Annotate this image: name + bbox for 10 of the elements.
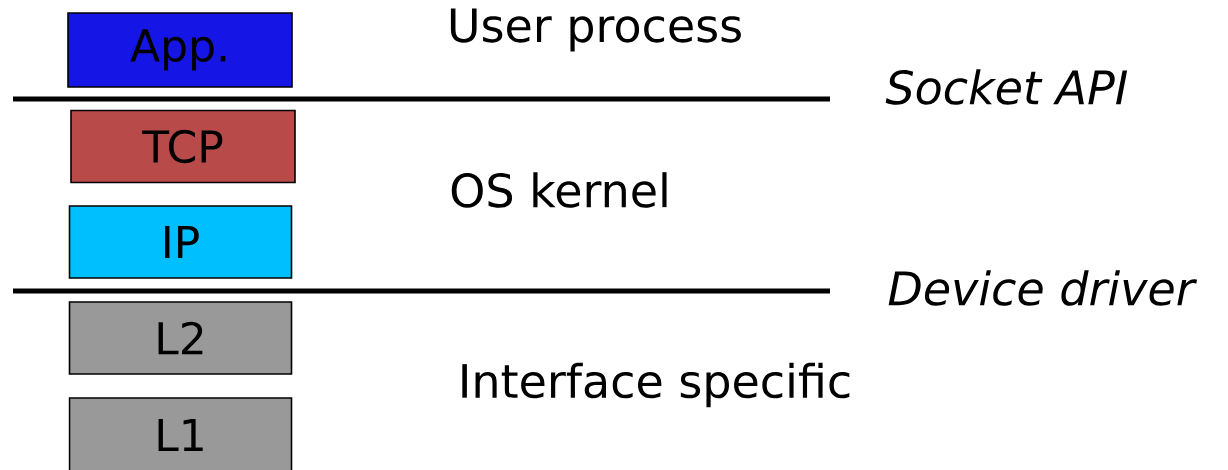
layer-box: IP <box>68 205 293 279</box>
layer-box: L2 <box>68 301 293 375</box>
layer-label: User process <box>450 8 741 52</box>
layer-label: OS kernel <box>451 172 667 208</box>
layer-box: App. <box>67 12 293 88</box>
layer-box: TCP <box>70 109 296 184</box>
layer-label: Device driver <box>888 270 1197 306</box>
layer-label: Socket API <box>885 69 1128 105</box>
layer-box: L1 <box>68 397 293 470</box>
layer-label: Interface specific <box>462 362 850 408</box>
